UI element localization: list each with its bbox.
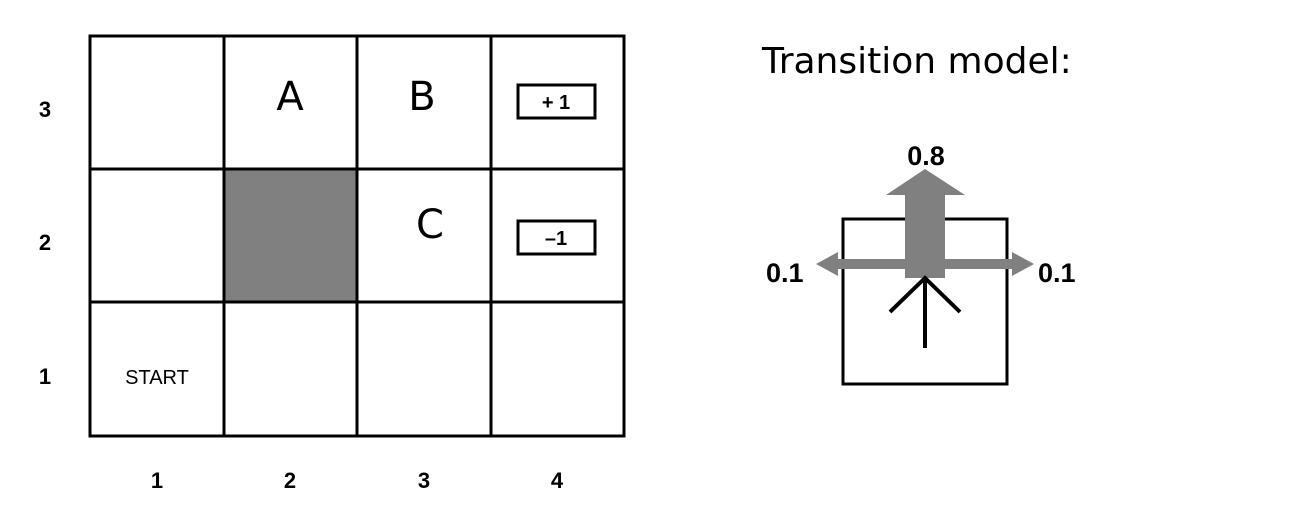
y-label-1: 1 — [39, 364, 51, 389]
state-letter-c: C — [416, 202, 444, 248]
reward-positive-box — [516, 83, 597, 120]
arrow-left-icon — [816, 252, 926, 276]
state-letter-b: B — [408, 74, 435, 120]
reward-negative-label: –1 — [545, 228, 567, 250]
arrow-right-icon — [926, 252, 1034, 276]
x-label-4: 4 — [551, 468, 564, 493]
reward-negative-box — [516, 219, 597, 256]
wall-cell — [224, 169, 357, 302]
grid-world: 3 2 1 1 2 3 4 A B C START + 1 –1 — [39, 34, 626, 493]
y-label-2: 2 — [39, 230, 51, 255]
prob-right-label: 0.1 — [1038, 258, 1076, 288]
prob-forward-label: 0.8 — [907, 141, 945, 171]
start-label: START — [125, 367, 189, 389]
reward-positive-label: + 1 — [542, 92, 570, 114]
y-label-3: 3 — [39, 97, 51, 122]
prob-left-label: 0.1 — [766, 258, 804, 288]
transition-title: Transition model: — [761, 41, 1072, 82]
transition-model: Transition model: 0.8 0.1 0.1 — [761, 41, 1076, 386]
arrow-up-icon — [886, 169, 965, 278]
x-label-3: 3 — [418, 468, 430, 493]
state-letter-a: A — [276, 74, 304, 120]
intended-action-arrow-icon — [888, 275, 962, 348]
x-label-1: 1 — [151, 468, 163, 493]
x-label-2: 2 — [284, 468, 296, 493]
